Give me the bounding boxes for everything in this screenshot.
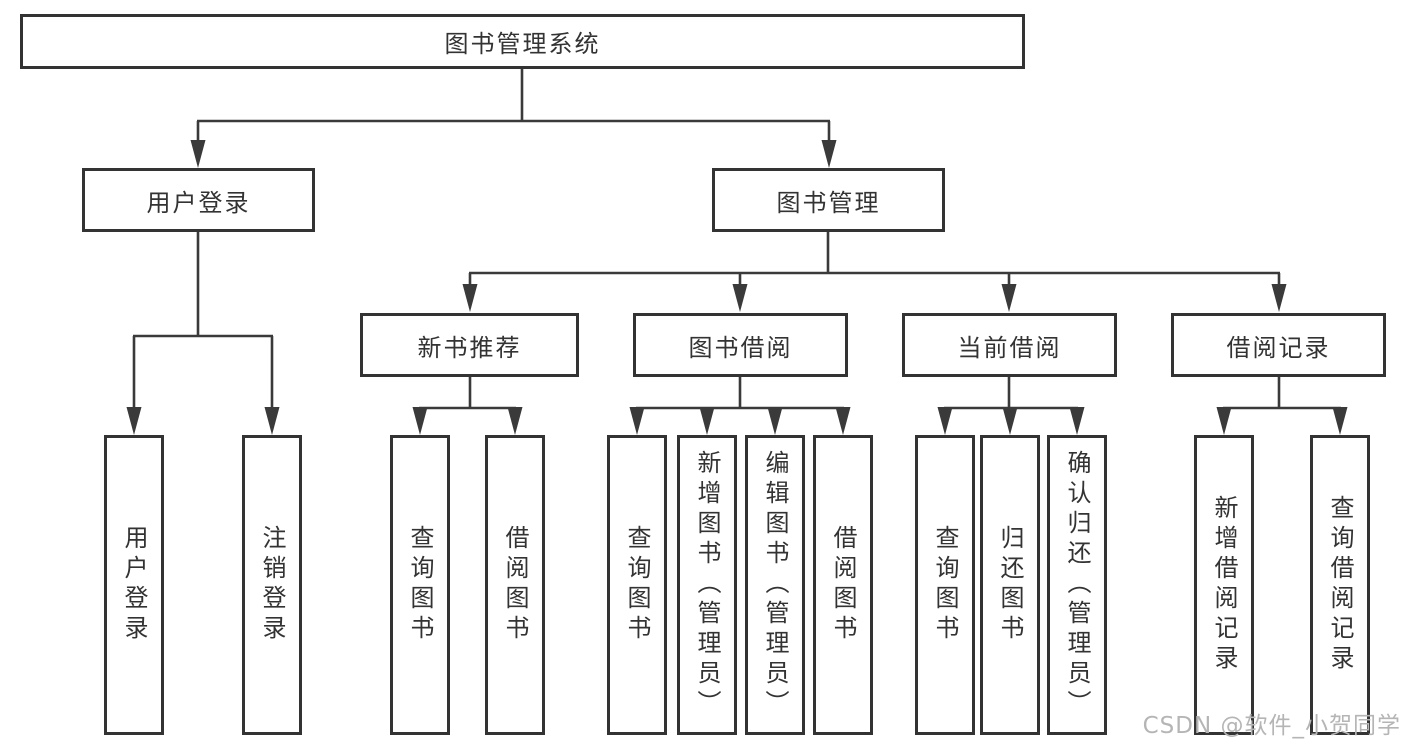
node-root-system: 图书管理系统 — [20, 14, 1025, 69]
leaf-label: 新增图书（管理员） — [693, 450, 721, 720]
leaf-add-borrow-record: 新增借阅记录 — [1194, 435, 1254, 735]
leaf-label: 确认归还（管理员） — [1063, 450, 1091, 720]
leaf-query-borrow-record: 查询借阅记录 — [1310, 435, 1370, 735]
node-current-borrow: 当前借阅 — [902, 313, 1117, 377]
leaf-query-books-borrow: 查询图书 — [607, 435, 667, 735]
node-book-borrow: 图书借阅 — [633, 313, 848, 377]
leaf-label: 编辑图书（管理员） — [761, 450, 789, 720]
leaf-return-book: 归还图书 — [980, 435, 1040, 735]
leaf-borrow-book: 借阅图书 — [813, 435, 873, 735]
node-book-management-branch: 图书管理 — [712, 168, 945, 232]
leaf-label: 查询借阅记录 — [1326, 495, 1354, 675]
leaf-confirm-return-admin: 确认归还（管理员） — [1047, 435, 1107, 735]
leaf-label: 注销登录 — [258, 525, 286, 645]
leaf-user-login: 用户登录 — [104, 435, 164, 735]
leaf-query-books-recommend: 查询图书 — [390, 435, 450, 735]
leaf-label: 归还图书 — [996, 525, 1024, 645]
leaf-add-book-admin: 新增图书（管理员） — [677, 435, 737, 735]
leaf-label: 用户登录 — [120, 525, 148, 645]
leaf-query-books-current: 查询图书 — [915, 435, 975, 735]
node-user-login-branch: 用户登录 — [82, 168, 315, 232]
node-borrow-record: 借阅记录 — [1171, 313, 1386, 377]
csdn-watermark: CSDN @软件_小贺同学 — [1142, 713, 1401, 739]
leaf-label: 查询图书 — [623, 525, 651, 645]
leaf-label: 新增借阅记录 — [1210, 495, 1238, 675]
leaf-label: 借阅图书 — [501, 525, 529, 645]
leaf-logout: 注销登录 — [242, 435, 302, 735]
node-new-book-recommend: 新书推荐 — [360, 313, 579, 377]
leaf-borrow-books-recommend: 借阅图书 — [485, 435, 545, 735]
leaf-label: 查询图书 — [931, 525, 959, 645]
leaf-label: 查询图书 — [406, 525, 434, 645]
leaf-label: 借阅图书 — [829, 525, 857, 645]
leaf-edit-book-admin: 编辑图书（管理员） — [745, 435, 805, 735]
